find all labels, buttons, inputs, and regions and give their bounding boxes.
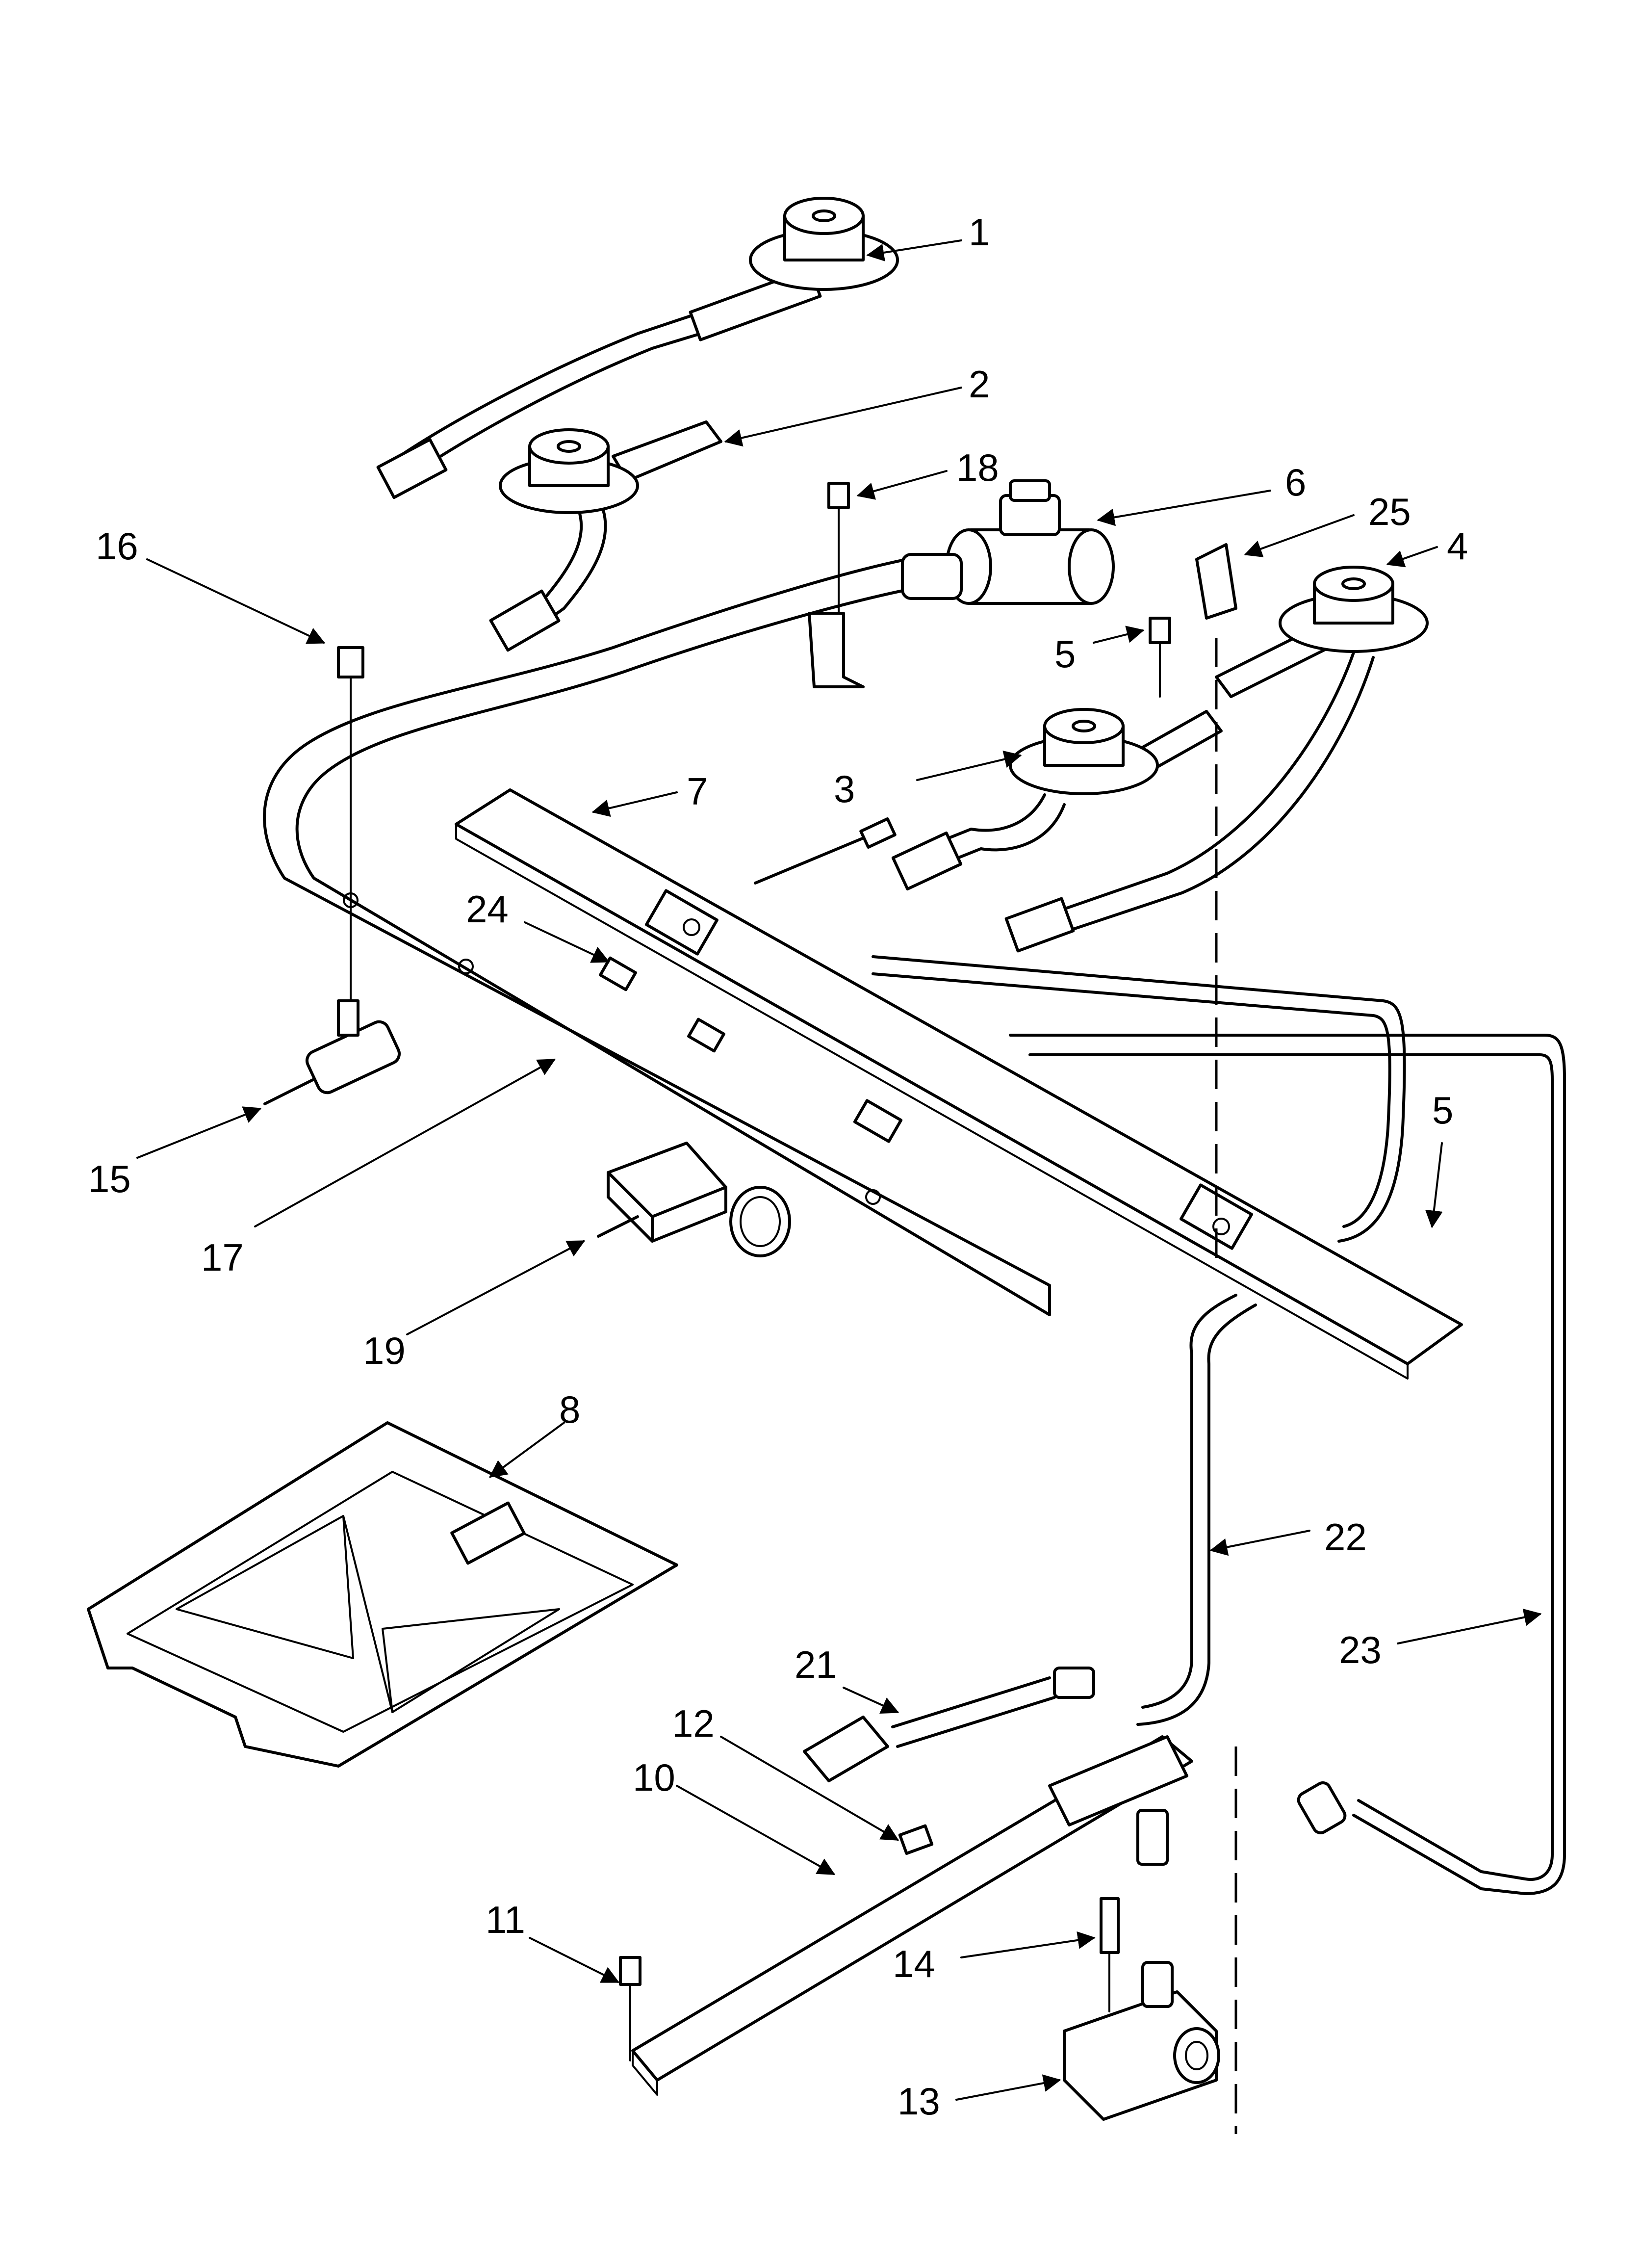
oven-valve-13 (1063, 1961, 1220, 2121)
igniter-21 (803, 1667, 1095, 1782)
bracket-screw-18 (808, 482, 865, 688)
callout-22: 22 (1324, 1515, 1367, 1559)
callout-15: 15 (88, 1157, 131, 1200)
callout-labels: 1 2 3 4 5 5 6 7 8 10 11 12 13 14 15 16 1… (88, 210, 1468, 2123)
oven-burner-10 (631, 1735, 1193, 2096)
callout-25: 25 (1368, 490, 1411, 533)
callout-2: 2 (969, 363, 990, 406)
callout-24: 24 (466, 887, 509, 931)
callout-3: 3 (834, 767, 855, 810)
burner-2 (489, 420, 722, 652)
callout-21: 21 (795, 1643, 837, 1686)
igniter-wire (754, 833, 874, 885)
orifice-24 (599, 956, 903, 1143)
gas-lines-22-23 (872, 955, 1566, 1895)
callout-8: 8 (559, 1388, 580, 1431)
callout-19: 19 (363, 1329, 406, 1372)
callout-17: 17 (201, 1236, 244, 1279)
burner-1 (376, 197, 899, 499)
callout-11: 11 (486, 1898, 525, 1941)
callout-6: 6 (1285, 461, 1306, 504)
support-bar-7 (455, 788, 1463, 1380)
screw-11 (619, 1956, 641, 2061)
callout-5-upper: 5 (1054, 632, 1076, 676)
manifold-tube-17 (263, 553, 1051, 1316)
callout-5-right: 5 (1432, 1089, 1453, 1132)
valve-15 (263, 999, 401, 1105)
callout-14: 14 (893, 1942, 935, 1985)
clip-25 (1195, 543, 1237, 620)
callout-7: 7 (687, 770, 708, 813)
callout-16: 16 (96, 524, 138, 568)
callout-23: 23 (1339, 1628, 1382, 1671)
baffle-8 (87, 1421, 678, 1768)
callout-4: 4 (1447, 524, 1468, 568)
screw-16 (337, 646, 364, 1007)
callout-1: 1 (969, 210, 990, 254)
callout-arrows (136, 239, 1542, 2101)
spark-module-19 (597, 1142, 791, 1257)
callout-18: 18 (956, 446, 999, 489)
burner-3 (891, 708, 1223, 891)
igniter-tip (859, 817, 897, 849)
callout-10: 10 (633, 1756, 675, 1799)
screw-5-upper (1149, 617, 1171, 698)
burner-4 (1004, 566, 1429, 953)
callout-13: 13 (898, 2080, 940, 2123)
callout-12: 12 (672, 1702, 715, 1745)
screw-12 (898, 1824, 934, 1855)
screw-14 (1100, 1897, 1120, 2012)
regulator-6 (945, 479, 1115, 605)
